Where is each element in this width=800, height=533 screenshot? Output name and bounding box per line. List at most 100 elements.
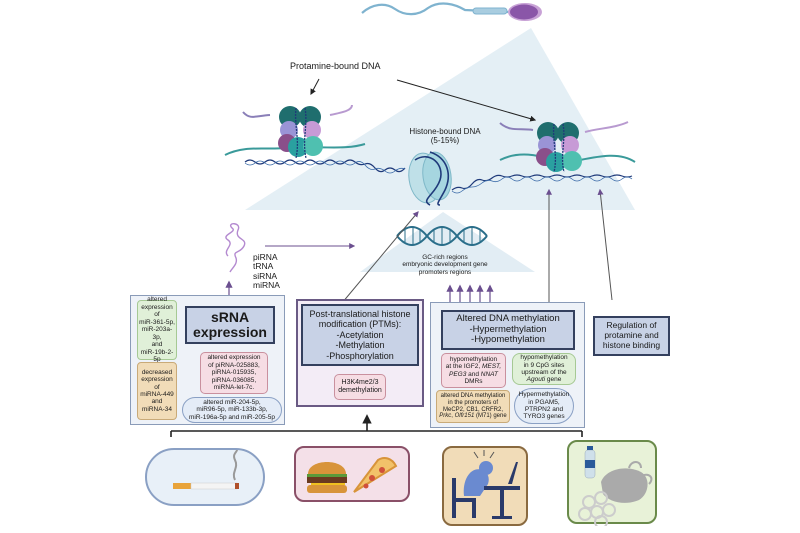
text-span: (M71) gene [474,413,507,420]
histone-barrel-icon [408,151,452,206]
text-line: miRNA-let-7c. [213,384,255,392]
text-line: hypomethylation [449,355,498,363]
gene-name: Agouti [526,376,546,384]
title-line: -Hypermethylation [469,323,547,335]
text-line: expression [141,303,173,311]
text-line: decreased [141,368,173,376]
title-line: -Hypomethylation [471,334,545,346]
title-line: -Acetylation [336,329,384,340]
gene-name: MEST, [481,363,502,371]
text-line: and [151,398,163,406]
text-line: altered miR-204-5p, [203,398,261,406]
text-line: Prkc, Olfr151 (M71) gene [439,413,506,420]
text-line: and [151,341,163,349]
text-line: histone binding [602,339,661,350]
sperm-icon [361,2,542,21]
plastic-waste-icon [578,446,653,529]
regulation-to-nucleosome-arrow [597,188,613,301]
dna-helix-icon [396,226,488,246]
exposure-smoking [145,448,265,506]
text-span: and [466,370,481,378]
dna-methylation-pink-box: hypomethylation at the IGF2, MEST, PEG3 … [441,353,506,388]
rna-type: siRNA [253,270,278,281]
gene-name: Prkc [439,413,452,420]
title-line: -Phosphorylation [326,350,394,361]
ptm-pink-box: H3K4me2/3 demethylation [334,374,386,400]
text-line: MeCP2, CB1, CRFR2, [442,406,503,413]
text-line: miR-361-5p, [139,318,175,326]
srna-green-box: altered expression of miR-361-5p, miR-20… [137,296,177,363]
ptm-title: Post-translational histone modification … [301,304,419,366]
text-line: miR96-5p, miR-133b-3p, [196,406,268,414]
protamine-arrow-left [310,78,320,96]
text-line: miRNA-34 [142,405,172,413]
srna-title: sRNA expression [185,306,275,344]
text-line: hypomethylation [520,354,568,362]
text-line: H3K4me2/3 [341,378,379,386]
gc-rich-line: GC-rich regions [422,254,468,261]
protamine-nucleosome-right [499,121,636,173]
text-span: , [451,413,455,420]
text-line: altered [147,296,167,304]
exposure-pollutants [567,440,657,529]
histone-bound-line1: Histone-bound DNA [409,127,481,136]
text-line: altered DNA methylation [440,392,506,399]
text-line: piRNA-015935, [211,369,257,377]
gene-name: NNAT [480,370,499,378]
text-span: at the IGF2, [445,363,482,371]
dna-methylation-tan-box: altered DNA methylation in the promoters… [436,390,510,423]
gc-rich-line: embryonic development gene [402,261,488,269]
title-line: Altered DNA methylation [456,312,560,324]
srna-pink-box: altered expression of piRNA-025883, piRN… [200,352,268,394]
gc-region-triangle [360,212,535,272]
exposure-stress [442,446,528,526]
rna-type: miRNA [253,280,280,291]
text-line: altered expression [207,354,261,362]
text-line: piRNA-036085, [211,376,257,384]
rna-type: tRNA [253,261,274,272]
text-line: PTRPN2 and [524,406,564,413]
methylation-arrows [446,284,494,302]
text-line: miR-203a-3p, [141,326,173,341]
gene-name: PEG3 [448,370,467,378]
title-line: sRNA [210,309,250,326]
stressed-worker-icon [452,450,520,519]
exposure-bracket [170,414,583,437]
text-line: Regulation of [606,320,657,331]
dna-methylation-blue-pill: Hypermethylation in PGAM5, PTRPN2 and TY… [514,388,574,424]
magnification-triangle [245,28,635,210]
text-line: PEG3 and NNAT [449,371,498,378]
srna-tan-box: decreased expression of miRNA-449 and mi… [137,362,177,420]
rna-icon [225,223,246,273]
text-line: Hypermethylation [518,391,570,399]
text-line: in PGAM5, [528,398,560,406]
text-line: TYRO3 genes [523,413,565,421]
text-line: protamine and [604,330,659,341]
cigarette-icon [173,449,239,490]
text-line: of [154,383,160,391]
gene-name: Olfr151 [454,413,475,420]
text-line: in 9 CpG sites [523,361,565,369]
title-line: expression [193,324,267,340]
rna-types-list: piRNA tRNA siRNA miRNA [253,252,293,291]
dna-methylation-green-box: hypomethylation in 9 CpG sites upstream … [512,353,576,385]
text-line: of piRNA-025883, [208,361,260,369]
burger-pizza-icon [307,457,398,493]
text-line: expression [141,376,173,384]
text-line: in the promoters of [447,399,499,406]
srna-blue-pill: altered miR-204-5p, miR96-5p, miR-133b-3… [182,397,282,423]
gc-rich-line: promoters regions [418,268,472,276]
histone-bound-line2: (5-15%) [430,136,460,146]
text-line: DMRs [464,377,483,385]
text-line: miRNA-449 [140,391,174,398]
text-line: demethylation [338,387,382,394]
exposure-diet [294,446,410,502]
text-line: miR-196a-5p and miR-205-5p [189,413,275,421]
dna-strand [244,159,633,194]
text-line: miR-19b-2-5p [140,348,174,364]
title-line: modification (PTMs): [318,319,402,330]
rna-type: piRNA [253,252,278,262]
protamine-nucleosome-left [224,104,366,159]
dna-methylation-title: Altered DNA methylation -Hypermethylatio… [441,310,575,350]
